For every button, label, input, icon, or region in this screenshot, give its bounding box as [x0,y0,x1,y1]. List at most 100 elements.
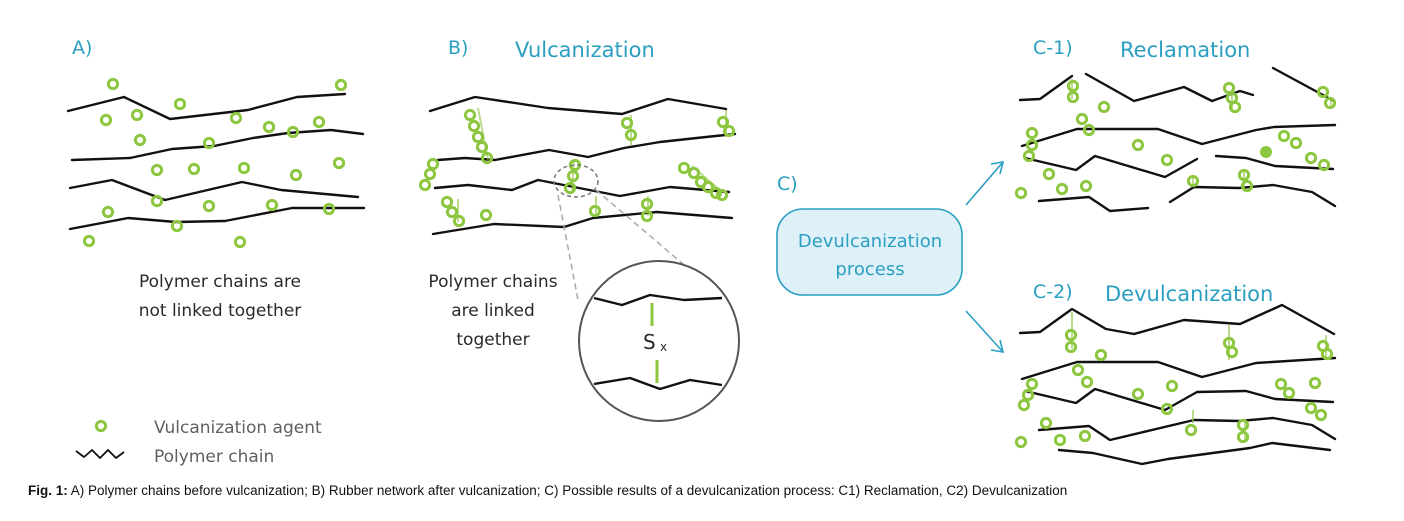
panel-b-desc-line1: Polymer chains [428,272,557,292]
vulcanization-agent [170,219,184,233]
polymer-chain [1037,416,1337,442]
vulcanization-agent [1165,379,1179,393]
vulcanization-agent [1186,174,1200,188]
crosslink-subscript: x [660,340,667,354]
vulcanization-agent [445,205,459,219]
polymer-chain [1037,195,1150,213]
vulcanization-agent [1017,398,1031,412]
polymer-chain [1020,356,1337,381]
caption-prefix: Fig. 1: [28,483,68,498]
vulcanization-agent [1160,402,1174,416]
vulcanization-agent [475,140,489,154]
vulcanization-agent [322,202,336,216]
vulcanization-agent [1025,377,1039,391]
vulcanization-agent [1039,416,1053,430]
panel-c2-title: Devulcanization [1105,282,1273,306]
vulcanization-agent [588,204,602,218]
vulcanization-agent [334,78,348,92]
vulcanization-agent [480,151,494,165]
polymer-chain [1214,154,1335,171]
vulcanization-agent [101,205,115,219]
vulcanization-agent [233,235,247,249]
vulcanization-agent [130,108,144,122]
vulcanization-agent [1289,136,1303,150]
devulcanization-process-box [776,208,963,296]
vulcanization-agent [1025,138,1039,152]
arrow-to-reclamation [965,161,1004,206]
vulcanization-agents [82,77,1337,449]
vulcanization-agent [1071,363,1085,377]
vulcanization-agent [418,178,432,192]
vulcanization-agent [715,188,729,202]
vulcanization-agent [1066,79,1080,93]
vulcanization-agent [620,116,634,130]
vulcanization-agent [1014,435,1028,449]
polymer-chain [436,132,737,162]
vulcanization-agent [463,108,477,122]
polymer-chain [1057,441,1332,466]
vulcanization-agent [1160,153,1174,167]
arrow-to-devulcanization [965,310,1004,353]
vulcanization-agent [202,199,216,213]
vulcanization-agent [1131,138,1145,152]
vulcanization-agent [150,163,164,177]
vulcanization-agent [1236,430,1250,444]
arrow-to-devulcanization-head [990,339,1005,353]
vulcanization-agent [440,195,454,209]
vulcanization-agent [716,115,730,129]
vulcanization-agent [229,111,243,125]
vulcanization-agent [566,169,580,183]
vulcanization-agent [262,120,276,134]
polymer-chains [66,66,1337,466]
legend-agent-label: Vulcanization agent [154,418,322,438]
vulcanization-agent [467,119,481,133]
vulcanization-agent [640,197,654,211]
vulcanization-diagram: A) Polymer chains are not linked togethe… [66,37,1337,467]
arrow-to-reclamation-head [990,161,1005,175]
vulcanization-agent [1014,186,1028,200]
vulcanization-agent [479,208,493,222]
caption-text: A) Polymer chains before vulcanization; … [70,483,1068,498]
vulcanization-agent [150,194,164,208]
vulcanization-agent [1131,387,1145,401]
vulcanization-agent [312,115,326,129]
polymer-chain [433,178,731,198]
vulcanization-agent [1078,429,1092,443]
vulcanization-agent [82,234,96,248]
panel-c1-letter: C-1) [1033,37,1073,59]
vulcanization-agent [187,162,201,176]
vulcanization-agent [624,128,638,142]
panel-c2-letter: C-2) [1033,281,1073,303]
panel-b-desc-line2: are linked [451,301,535,321]
vulcanization-agent [452,214,466,228]
vulcanization-agent [1323,96,1337,110]
polymer-chain [1018,74,1074,102]
vulcanization-agent [687,166,701,180]
figure-caption: Fig. 1: A) Polymer chains before vulcani… [28,483,1388,498]
vulcanization-agent [423,167,437,181]
panel-a-desc-line2: not linked together [139,301,302,321]
vulcanization-agent [1064,328,1078,342]
polymer-chain [1023,154,1199,179]
vulcanization-agent [1236,418,1250,432]
vulcanization-agent [1025,126,1039,140]
vulcanization-agent [1079,179,1093,193]
vulcanization-agent [677,161,691,175]
zoom-region-marker [553,164,599,198]
vulcanization-agent [289,168,303,182]
vulcanization-agent [1240,179,1254,193]
vulcanization-agent [237,161,251,175]
vulcanization-agent [1304,401,1318,415]
vulcanization-agent [1320,347,1334,361]
vulcanization-agent [1308,376,1322,390]
vulcanization-agent [1075,112,1089,126]
crosslink-label: S [643,330,656,354]
vulcanization-agent [1064,340,1078,354]
vulcanization-agent [1097,100,1111,114]
vulcanization-agent [1225,345,1239,359]
process-label-line1: Devulcanization [798,231,942,252]
vulcanization-agent [1317,158,1331,172]
zoom-chain-bottom [593,376,723,391]
vulcanization-agent [1304,151,1318,165]
vulcanization-agent [701,180,715,194]
